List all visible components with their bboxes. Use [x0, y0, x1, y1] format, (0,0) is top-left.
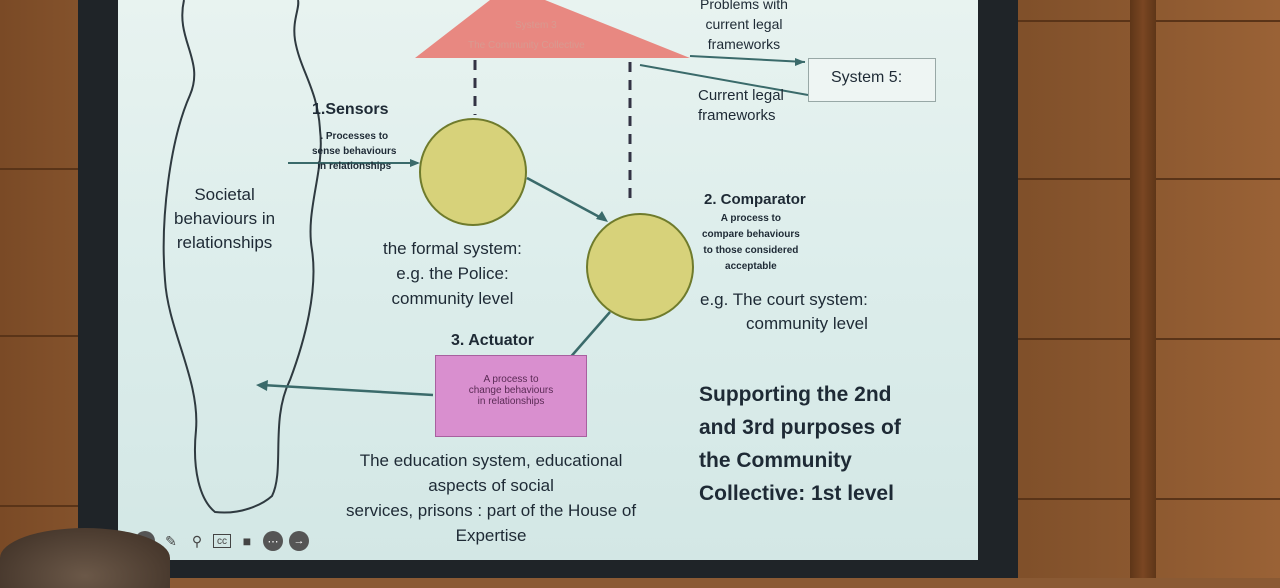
zoom-icon[interactable]: ⚲ — [191, 532, 203, 549]
actuator-return-head — [256, 380, 268, 391]
audience-head — [0, 528, 170, 588]
forward-icon[interactable]: → — [289, 531, 309, 551]
comparator-circle — [586, 213, 694, 321]
current-legal-line — [639, 64, 809, 96]
comparator-to-actuator-line — [567, 311, 611, 361]
system5-box: System 5: — [808, 58, 936, 102]
formal-system-text: the formal system: e.g. the Police: comm… — [383, 239, 522, 308]
actuator-return-line — [261, 383, 434, 397]
wall-post — [1130, 0, 1156, 578]
actuator-desc: A process to change behaviours in relati… — [468, 374, 554, 407]
wall-seam — [0, 505, 80, 507]
sensors-desc: . Processes to sense behaviours in relat… — [312, 131, 397, 172]
education-text: The education system, educational aspect… — [346, 451, 637, 545]
video-icon[interactable]: ■ — [242, 533, 252, 549]
sensor-to-comparator-line — [526, 176, 606, 222]
comparator-desc: A process to compare behaviours to those… — [702, 213, 800, 272]
problems-label: Problems with current legal frameworks — [700, 0, 788, 52]
current-legal-label: Current legal frameworks — [698, 87, 784, 124]
societal-label: Societal behaviours in relationships — [174, 185, 276, 252]
wall-seam — [0, 168, 80, 170]
sensors-title: 1.Sensors — [312, 101, 389, 118]
societal-outline — [162, 0, 322, 514]
sensor-to-comparator-head — [596, 211, 608, 222]
legal-arrow-line — [689, 55, 806, 63]
system5-label: System 5: — [831, 69, 903, 86]
more-icon[interactable]: ⋯ — [263, 531, 283, 551]
pen-icon[interactable]: ✎ — [165, 532, 177, 549]
sensor-circle — [419, 118, 527, 226]
legal-arrowhead — [795, 58, 805, 66]
captions-icon[interactable]: cc — [213, 534, 231, 548]
system3-triangle — [415, 0, 690, 58]
faint-title-1: System 3 — [515, 20, 557, 31]
sensor-arrowhead — [410, 159, 420, 167]
actuator-box: A process to change behaviours in relati… — [435, 355, 587, 437]
faint-title-2: The Community Collective — [468, 40, 585, 51]
actuator-title: 3. Actuator — [451, 332, 534, 349]
supporting-text: Supporting the 2nd and 3rd purposes of t… — [699, 383, 901, 505]
court-system-text: e.g. The court system: community level — [700, 290, 868, 333]
wall-seam — [0, 335, 80, 337]
comparator-title: 2. Comparator — [704, 191, 806, 208]
